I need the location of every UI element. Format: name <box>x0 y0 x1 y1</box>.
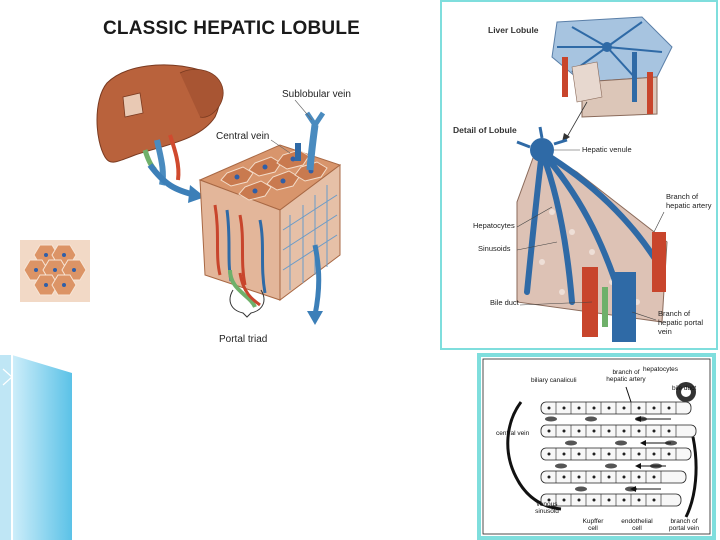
sinusoid-schematic-figure <box>477 353 716 540</box>
label-venous-sinusoid: venous sinusoid <box>535 501 559 515</box>
hepatic-lobule-illustration <box>15 45 375 345</box>
label-hepatocytes-top: Hepatocytes <box>473 221 515 230</box>
label-central-vein-bottom: central vein <box>496 430 530 437</box>
label-bile-duct-bottom: bile duct <box>672 385 697 392</box>
label-endothelial-cell: endothelial cell <box>621 518 653 532</box>
slide-title: CLASSIC HEPATIC LOBULE <box>103 18 361 39</box>
label-liver-lobule: Liver Lobule <box>488 25 539 35</box>
label-branch-hepatic-artery-bottom: branch of hepatic artery <box>606 369 646 383</box>
label-branch-hepatic-portal-vein: Branch of hepatic portal vein <box>658 309 704 336</box>
label-detail-of-lobule: Detail of Lobule <box>453 125 517 135</box>
label-branch-hepatic-artery: Branch of hepatic artery <box>666 192 712 210</box>
label-branch-portal-vein: branch of portal vein <box>669 518 699 532</box>
label-hepatocytes-bottom: hepatocytes <box>643 366 679 373</box>
decorative-ribbon <box>0 355 80 540</box>
label-kupffer-cell: Kupffer cell <box>582 518 604 532</box>
lobule-detail-figure <box>440 0 718 350</box>
label-biliary-canaliculi: biliary canaliculi <box>531 377 577 384</box>
label-central-vein: Central vein <box>216 131 270 142</box>
label-portal-triad: Portal triad <box>219 334 268 345</box>
label-sinusoids: Sinusoids <box>478 244 511 253</box>
label-bile-duct-top: Bile duct <box>490 298 519 307</box>
label-hepatic-venule: Hepatic venule <box>582 145 632 154</box>
label-sublobular-vein: Sublobular vein <box>282 89 351 100</box>
